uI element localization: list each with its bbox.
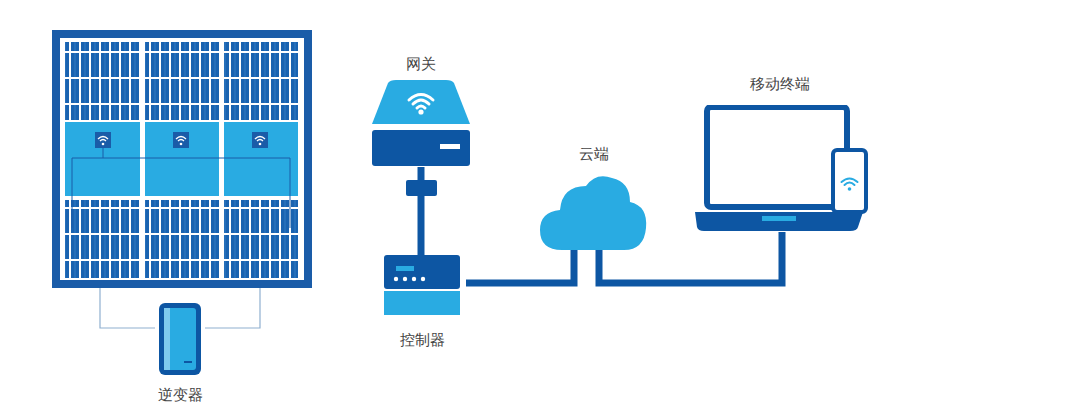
- node-icon: [690, 105, 870, 235]
- node-label: 控制器: [378, 331, 466, 350]
- connector-line: [466, 250, 574, 283]
- inverter-node: 逆变器: [136, 300, 224, 405]
- node-icon: [384, 255, 460, 317]
- node-label: 移动终端: [686, 75, 874, 94]
- node-icon: [540, 172, 650, 252]
- node-label: 网关: [362, 55, 480, 74]
- mobile-terminal-node: 移动终端: [686, 75, 874, 235]
- node-label: 云端: [532, 145, 655, 164]
- node-icon: [366, 80, 476, 167]
- gateway-node: 网关: [362, 55, 480, 167]
- node-icon: [140, 300, 220, 378]
- controller-node: 控制器: [378, 255, 466, 350]
- node-label: 逆变器: [136, 386, 224, 405]
- cloud-node: 云端: [532, 145, 655, 252]
